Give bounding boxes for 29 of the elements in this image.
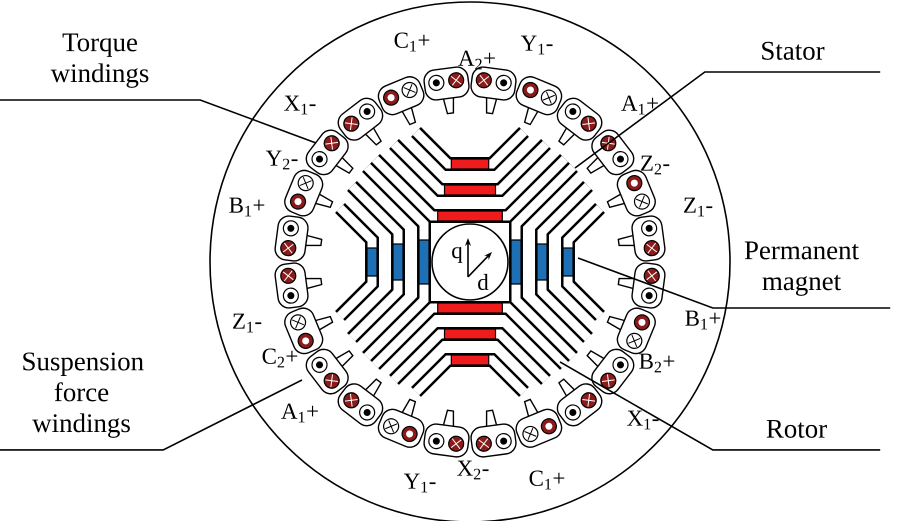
winding-label: Y$_{2}$- bbox=[266, 150, 298, 170]
winding-label: Z$_{1}$- bbox=[233, 314, 262, 332]
leader-line bbox=[574, 71, 880, 169]
winding-label: Y$_{1}$- bbox=[404, 474, 436, 492]
leader-line bbox=[0, 99, 316, 144]
callout-text: Permanent magnet bbox=[744, 242, 859, 296]
callout-text: Suspension force windings bbox=[23, 352, 144, 438]
winding-label: C$_{1}$+ bbox=[530, 470, 564, 490]
winding-label: A$_{1}$+ bbox=[281, 404, 318, 422]
winding-label: B$_{1}$+ bbox=[685, 310, 720, 330]
winding-label: q bbox=[452, 247, 462, 263]
winding-label: Y$_{1}$- bbox=[520, 36, 553, 54]
winding-label: B$_{2}$+ bbox=[639, 354, 674, 372]
winding-label: X$_{2}$- bbox=[457, 460, 489, 480]
winding-label: A$_{1}$+ bbox=[621, 96, 658, 114]
winding-label: d bbox=[478, 274, 488, 290]
callout-text: Rotor bbox=[766, 420, 827, 438]
winding-label: Z$_{1}$- bbox=[684, 198, 712, 216]
winding-label: Z$_{2}$- bbox=[641, 156, 670, 174]
winding-label: X$_{1}$- bbox=[627, 410, 659, 430]
winding-label: C$_{2}$+ bbox=[262, 348, 298, 368]
winding-label: C$_{1}$+ bbox=[394, 32, 430, 52]
leader-line bbox=[578, 257, 890, 309]
winding-label: X$_{1}$- bbox=[284, 96, 316, 114]
leader-line bbox=[0, 379, 302, 451]
callout-text: Torque windings bbox=[50, 34, 148, 88]
winding-label: B$_{1}$+ bbox=[229, 198, 264, 216]
leader-line bbox=[560, 361, 880, 451]
callout-text: Stator bbox=[762, 42, 824, 60]
